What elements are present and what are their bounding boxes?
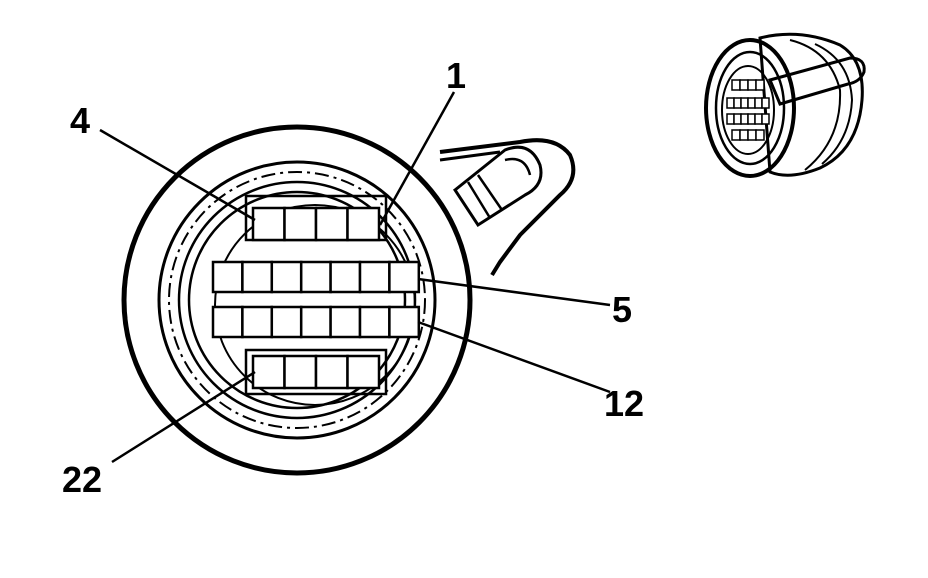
cavity-row-lower-middle-cavity-6 (358, 305, 391, 339)
perspective-cavity (739, 79, 749, 91)
perspective-cavity (733, 97, 742, 109)
callout-labels: 1 4 5 12 22 (62, 55, 644, 500)
cavity-row-upper-middle-cavity-3 (270, 260, 303, 294)
perspective-cavity (740, 97, 749, 109)
perspective-cavity (740, 113, 749, 125)
perspective-cavity (747, 129, 757, 141)
connector-seal-ring (168, 171, 426, 429)
perspective-cavity (747, 113, 756, 125)
leader-line-12 (417, 320, 611, 394)
connector-perspective-view (704, 32, 866, 178)
cavity-frame-bottom (244, 348, 388, 396)
callout-22: 22 (62, 459, 102, 500)
connector-face-bore (214, 204, 416, 406)
leader-line-1 (378, 91, 456, 226)
cavity-row-top-cavity-2 (283, 206, 318, 242)
connector-face-view (121, 124, 576, 476)
cavity-row-bottom-cavity-2 (283, 354, 318, 390)
perspective-cavity (755, 79, 765, 91)
perspective-cavity (755, 129, 765, 141)
perspective-cavity (754, 113, 763, 125)
cavity-row-upper-middle-cavity-2 (241, 260, 274, 294)
perspective-cavities (726, 79, 770, 141)
leader-lines (99, 91, 611, 464)
perspective-cavity (726, 113, 735, 125)
connector-face-rim (187, 190, 407, 410)
perspective-cavity (731, 79, 741, 91)
perspective-cavity (754, 97, 763, 109)
cavity-row-top-cavity-1 (251, 206, 286, 242)
cavity-row-lower-middle-cavity-4 (299, 305, 332, 339)
cavity-row-lower-middle-cavity-7 (388, 305, 421, 339)
cavity-row-top-cavity-3 (314, 206, 349, 242)
perspective-cavity (747, 79, 757, 91)
callout-12: 12 (604, 383, 644, 424)
perspective-cavity (761, 113, 770, 125)
leader-line-4 (99, 128, 256, 222)
connector-outer-ring (157, 160, 437, 440)
connector-latch-tab (439, 138, 576, 277)
cavity-row-lower-middle-cavity-3 (270, 305, 303, 339)
perspective-cavity (733, 113, 742, 125)
cavity-row-bottom-cavity-4 (346, 354, 381, 390)
perspective-cavity (726, 97, 735, 109)
perspective-front-shell (704, 38, 796, 178)
leader-line-5 (417, 277, 611, 307)
terminal-cavities (211, 206, 421, 390)
cavity-row-lower-middle-cavity-2 (241, 305, 274, 339)
perspective-cavity (731, 129, 741, 141)
cavity-row-lower-middle-cavity-5 (329, 305, 362, 339)
cavity-row-bottom-cavity-3 (314, 354, 349, 390)
cavity-row-top-cavity-4 (346, 206, 381, 242)
cavity-row-bottom-cavity-1 (251, 354, 286, 390)
cavity-row-upper-middle-cavity-4 (299, 260, 332, 294)
cavity-row-lower-middle-cavity-1 (211, 305, 244, 339)
perspective-cavity (739, 129, 749, 141)
cavity-row-upper-middle-cavity-5 (329, 260, 362, 294)
cavity-row-upper-middle-cavity-7 (388, 260, 421, 294)
cavity-row-upper-middle-cavity-6 (358, 260, 391, 294)
cavity-row-upper-middle-cavity-1 (211, 260, 244, 294)
callout-1: 1 (446, 55, 466, 96)
leader-line-22 (111, 370, 256, 464)
perspective-cavity (747, 97, 756, 109)
perspective-cavity (761, 97, 770, 109)
connector-outer-shell (121, 124, 473, 476)
callout-5: 5 (612, 289, 632, 330)
callout-4: 4 (70, 100, 90, 141)
